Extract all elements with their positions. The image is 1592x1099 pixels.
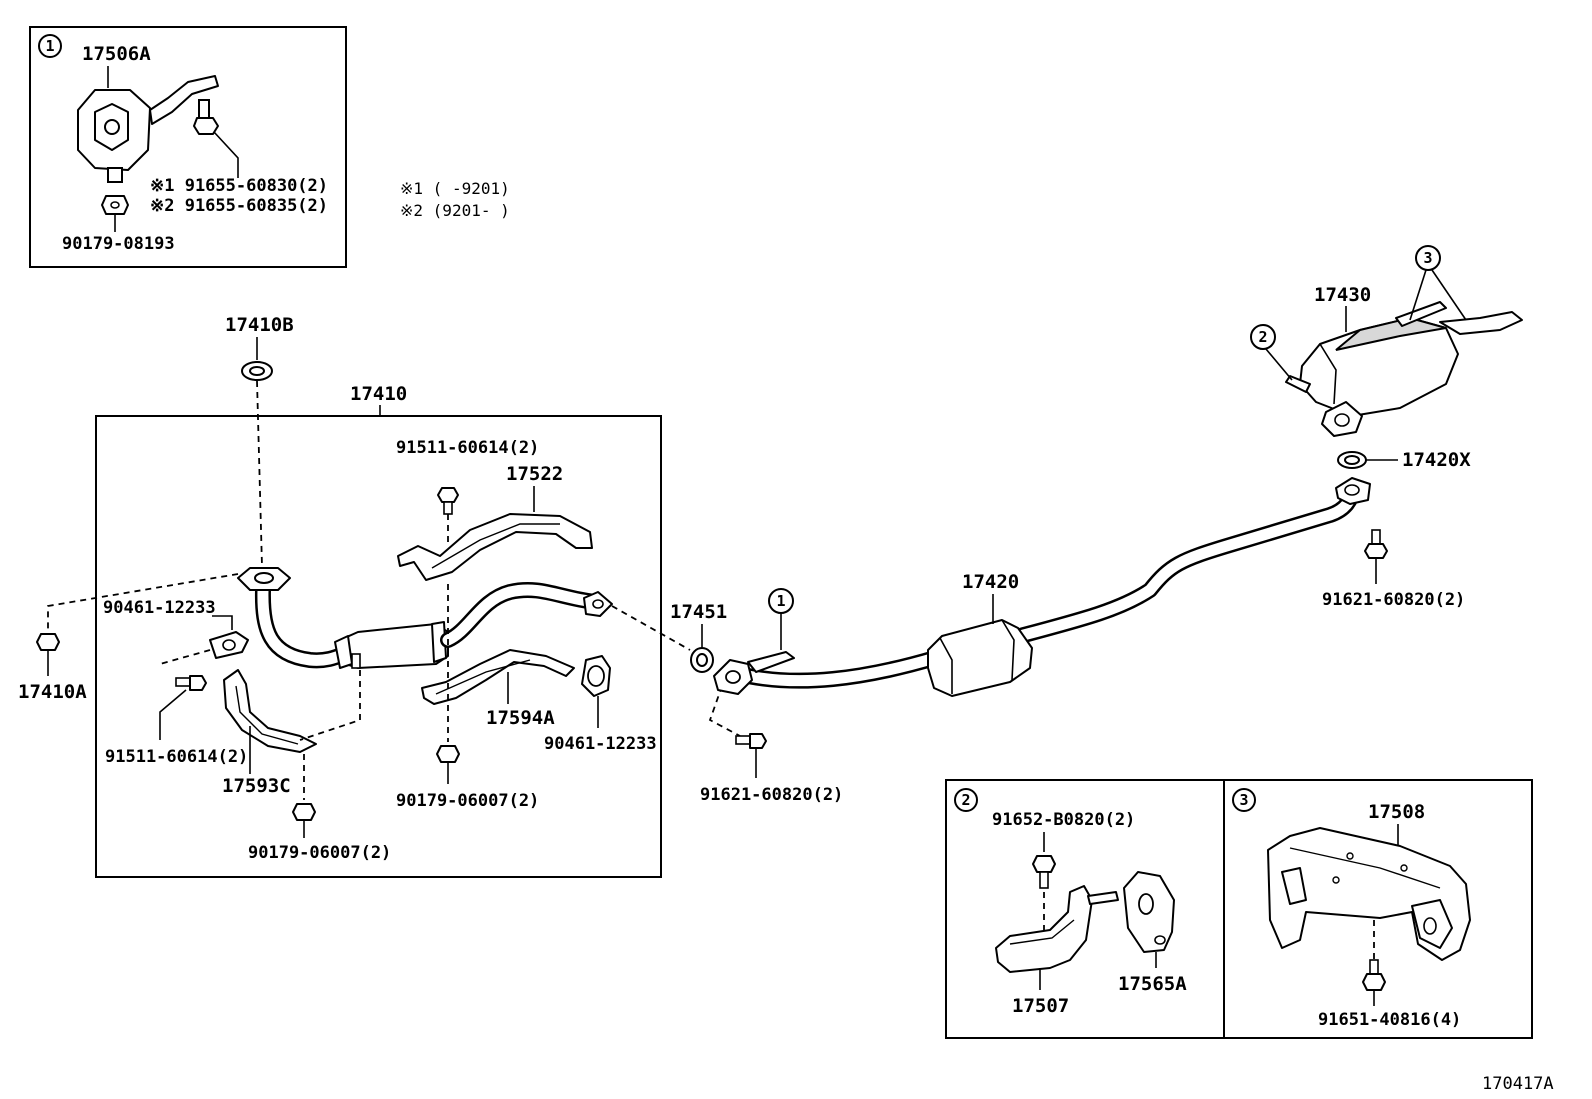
label-17593C: 17593C [222, 775, 291, 797]
label-17410A: 17410A [18, 681, 87, 703]
callout-1: 1 [768, 588, 794, 614]
heat-insulator-17593C-icon [223, 669, 317, 753]
nut-17410A-icon [36, 633, 60, 651]
svg-text:2: 2 [961, 791, 970, 809]
svg-text:1: 1 [45, 37, 54, 55]
clamp-90461-right-icon [581, 655, 611, 697]
bolt-91511-left-icon [175, 675, 207, 691]
nut-90179-06007-left-icon [292, 803, 316, 821]
label-nut-90179-mid: 90179-06007(2) [396, 791, 539, 811]
clamp-90461-left-icon [209, 631, 249, 659]
bolt-91651-icon [1362, 959, 1386, 991]
nut-90179-08193-icon [101, 195, 129, 215]
svg-text:3: 3 [1423, 249, 1432, 267]
label-clamp-90461-left: 90461-12233 [103, 598, 216, 618]
bolt-91621-mid-icon [735, 733, 767, 749]
front-pipe-assembly: 17410 17410B 91511-6 [47, 314, 662, 878]
inset-3-bracket-detail: 3 17508 91651-40816(4) [1232, 788, 1471, 1030]
center-exhaust-pipe-17420-icon [713, 477, 1371, 697]
svg-text:2: 2 [1258, 328, 1267, 346]
label-bolt-91511-top: 91511-60614(2) [396, 438, 539, 458]
inset-3-number-circle: 3 [1232, 788, 1256, 812]
label-17410: 17410 [350, 383, 407, 405]
label-bolt-91621-mid: 91621-60820(2) [700, 785, 843, 805]
note-2: ※2 (9201- ) [400, 201, 510, 220]
inset-1-hanger-detail: 1 17506A ※1 91655-60830(2) ※2 91655-6083… [29, 26, 347, 268]
bolt-91652-icon [1032, 855, 1056, 889]
rubber-hanger-17565A-icon [1123, 871, 1175, 953]
label-bolt-91651: 91651-40816(4) [1318, 1010, 1461, 1030]
label-nut-90179-left: 90179-06007(2) [248, 843, 391, 863]
label-17508: 17508 [1368, 801, 1425, 823]
label-17565A: 17565A [1118, 973, 1187, 995]
label-17451: 17451 [670, 601, 727, 623]
label-17506A: 17506A [82, 43, 151, 65]
heat-insulator-17522-icon [397, 513, 593, 581]
label-clamp-90461-right: 90461-12233 [544, 734, 657, 754]
label-17420X: 17420X [1402, 449, 1471, 471]
gasket-17451-icon [690, 647, 714, 673]
gasket-17420X-icon [1337, 451, 1367, 469]
muffler-tail-pipe-17430-icon [1285, 301, 1523, 437]
insets-2-3-frame [945, 779, 1533, 1039]
label-17410B: 17410B [225, 314, 294, 336]
callout-2-tail: 2 [1250, 324, 1276, 350]
svg-text:3: 3 [1239, 791, 1248, 809]
note-1: ※1 ( -9201) [400, 179, 510, 198]
label-17522: 17522 [506, 463, 563, 485]
front-pipe-box [95, 415, 662, 878]
label-bolt-91652: 91652-B0820(2) [992, 810, 1135, 830]
callout-3-tail: 3 [1415, 245, 1441, 271]
bolt-91655-icon [193, 99, 219, 135]
label-17594A: 17594A [486, 707, 555, 729]
figure-code: 170417A [1482, 1074, 1554, 1094]
label-nut-90179-08193: 90179-08193 [62, 234, 175, 254]
svg-text:1: 1 [776, 592, 785, 610]
label-17430: 17430 [1314, 284, 1371, 306]
heat-insulator-17594A-icon [421, 649, 575, 705]
bolt-91511-top-icon [437, 487, 459, 515]
bolt-91621-rear-icon [1364, 529, 1388, 559]
inset-1-number-circle: 1 [38, 34, 62, 58]
label-bolt-91511-left: 91511-60614(2) [105, 747, 248, 767]
gasket-17410B-icon [241, 361, 273, 381]
label-bolt-91655-60830: ※1 91655-60830(2) [150, 176, 328, 196]
label-17507: 17507 [1012, 995, 1069, 1017]
bracket-17508-icon [1267, 827, 1471, 961]
front-exhaust-pipe-icon [237, 567, 613, 669]
bracket-17507-icon [995, 885, 1119, 973]
label-bolt-91655-60835: ※2 91655-60835(2) [150, 196, 328, 216]
label-bolt-91621-rear: 91621-60820(2) [1322, 590, 1465, 610]
label-17420: 17420 [962, 571, 1019, 593]
inset-1-frame [29, 26, 347, 268]
rubber-hanger-17506A-icon [77, 75, 219, 183]
inset-2-number-circle: 2 [954, 788, 978, 812]
inset-2-hanger-detail: 2 91652-B0820(2) 17507 17565A [954, 788, 1187, 1017]
nut-90179-06007-mid-icon [436, 745, 460, 763]
